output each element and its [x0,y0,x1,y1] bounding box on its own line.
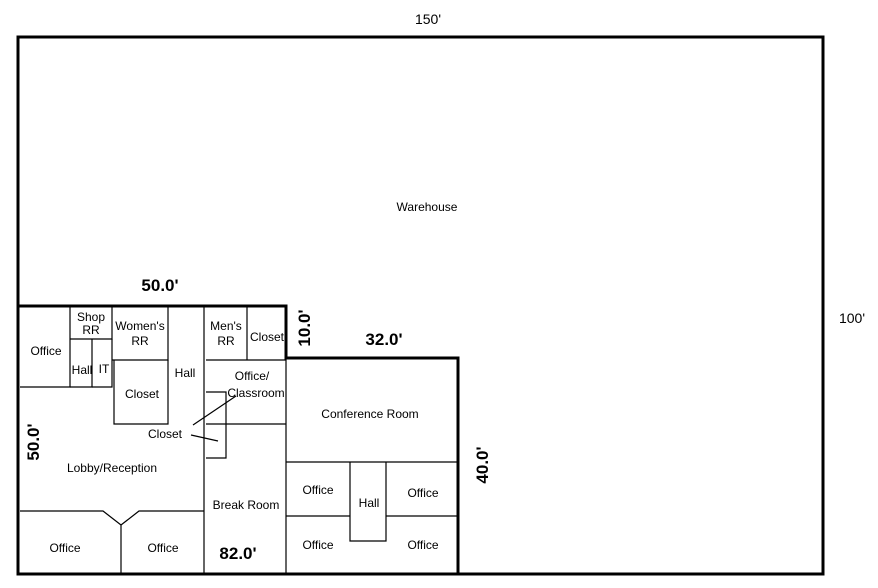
office-classroom-label-2: Classroom [227,386,284,400]
shop-rr-label-2: RR [82,323,100,337]
break-room-label: Break Room [213,498,280,512]
offset-depth-label: 10.0' [295,309,314,346]
closet-callout-label: Closet [148,427,183,441]
conference-room-label: Conference Room [321,407,418,421]
hall-small-label: Hall [72,363,93,377]
office-nw-label: Office [30,344,61,358]
closet-mid-label: Closet [125,387,160,401]
office-width-label: 50.0' [141,276,178,295]
hall-center-label: Hall [175,366,196,380]
warehouse-depth-label: 100' [839,310,865,326]
office-total-label: 82.0' [219,544,256,563]
warehouse-label: Warehouse [397,200,458,214]
office-e2-label: Office [407,538,438,552]
office-e1-label: Office [407,486,438,500]
closet-top-label: Closet [250,330,285,344]
office-depth-label: 50.0' [24,423,43,460]
office-sw1-label: Office [49,541,80,555]
womens-rr-label-2: RR [131,334,149,348]
office-sw2-label: Office [147,541,178,555]
mens-rr-label-1: Men's [210,319,242,333]
mens-rr-label-2: RR [217,334,235,348]
office-classroom-label-1: Office/ [235,369,270,383]
conference-width-label: 32.0' [365,330,402,349]
hall-lower-label: Hall [359,496,380,510]
interior-walls [20,306,458,574]
office-c2-label: Office [302,538,333,552]
it-label: IT [99,362,110,376]
womens-rr-label-1: Women's [115,319,164,333]
shop-rr-label-1: Shop [77,310,105,324]
lobby-label: Lobby/Reception [67,461,157,475]
office-c1-label: Office [302,483,333,497]
warehouse-width-label: 150' [415,11,441,27]
conference-depth-label: 40.0' [473,446,492,483]
